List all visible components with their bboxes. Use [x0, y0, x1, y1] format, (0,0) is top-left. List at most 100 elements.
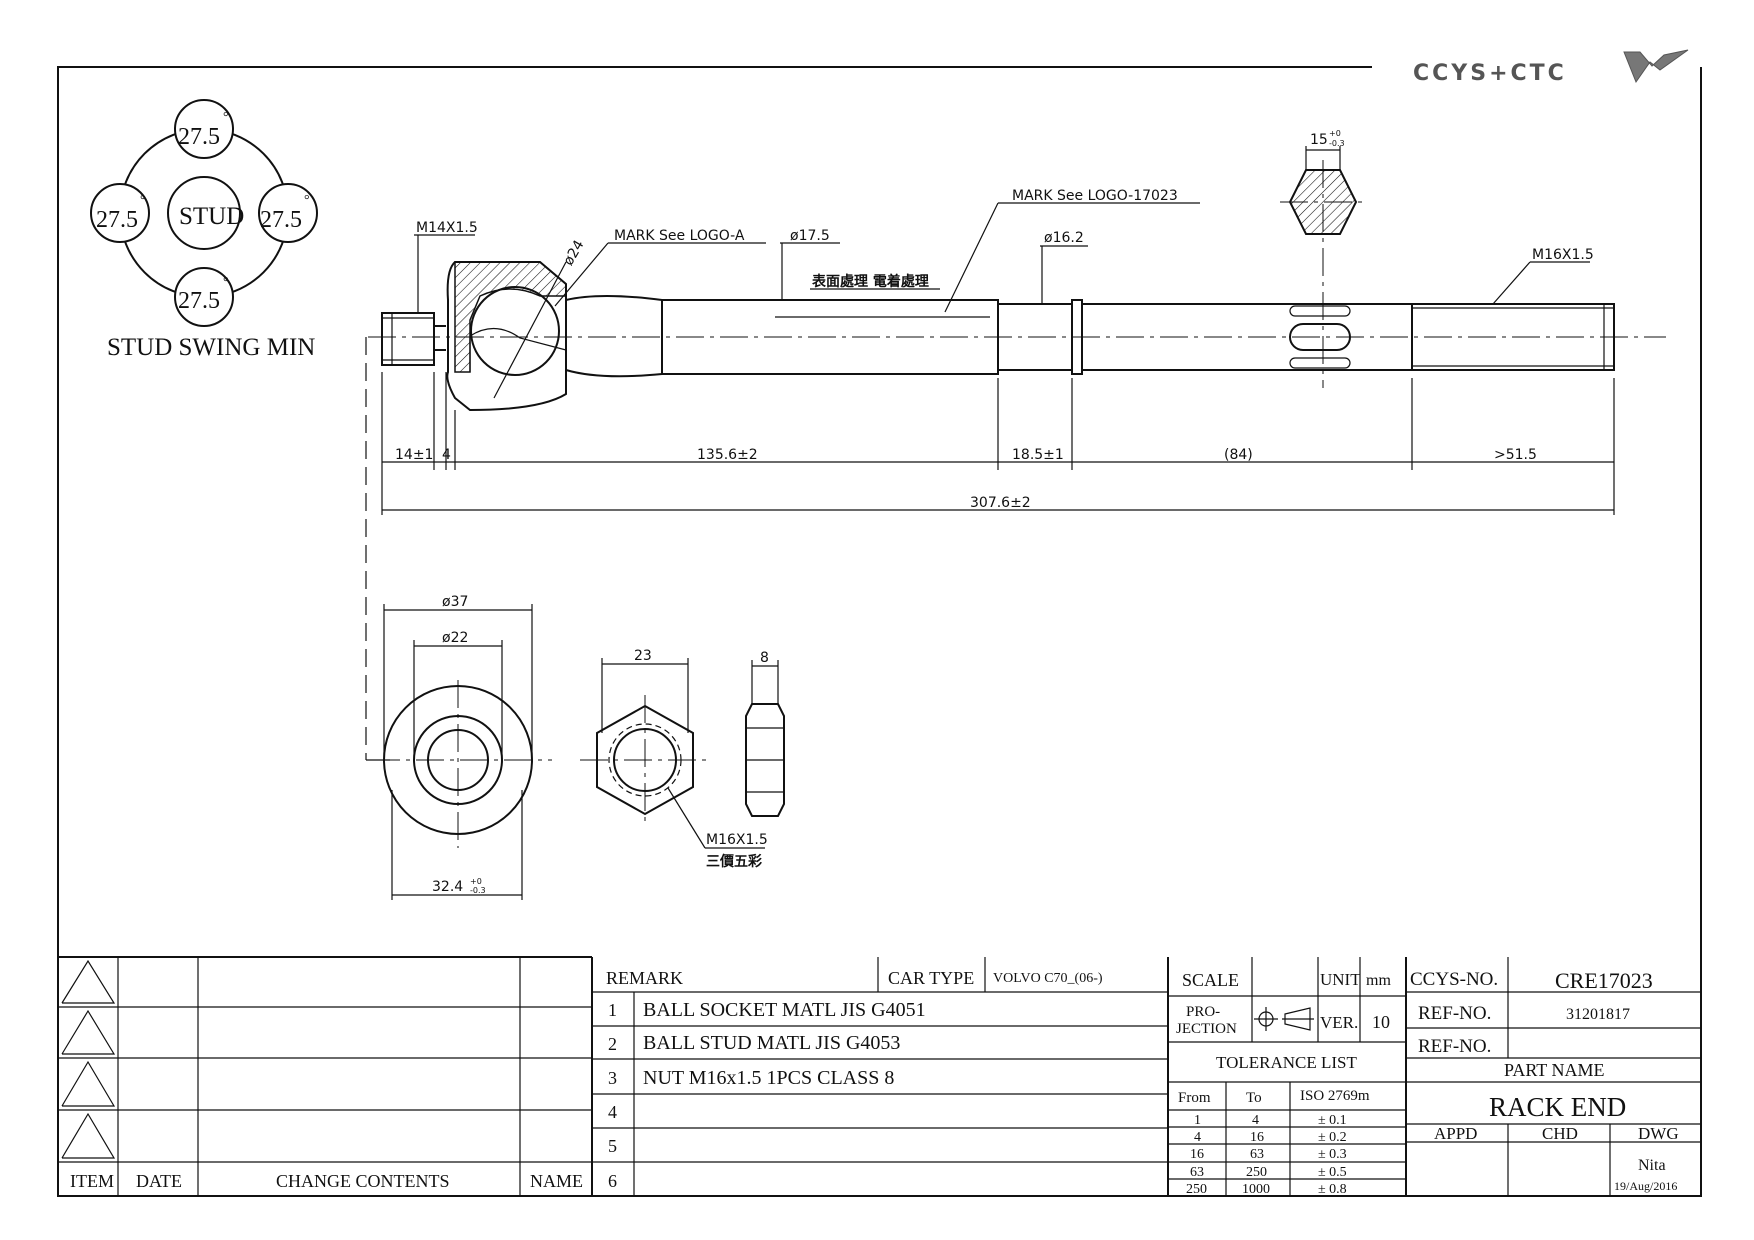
- dim-d37: ø37: [442, 594, 468, 610]
- dim-51: >51.5: [1494, 447, 1537, 463]
- dimensions: 14±1 4 135.6±2 18.5±1 (84) >51.5 307.6±2: [365, 337, 1615, 761]
- sheet-border: [57, 66, 1702, 1197]
- callout-d162: ø16.2: [1044, 230, 1084, 246]
- inner-thread: [1411, 303, 1615, 371]
- svg-text:16: 16: [1250, 1130, 1264, 1145]
- svg-text:± 0.3: ± 0.3: [1318, 1147, 1347, 1162]
- svg-text:63: 63: [1190, 1165, 1204, 1180]
- svg-text:63: 63: [1250, 1147, 1264, 1162]
- svg-text:4: 4: [1194, 1130, 1201, 1145]
- svg-text:250: 250: [1186, 1182, 1207, 1197]
- swing-caption: STUD SWING MIN: [107, 334, 315, 361]
- degree-bottom: °: [223, 275, 229, 290]
- degree-right: °: [304, 193, 310, 208]
- stud-swing-diagram: STUD 27.5 27.5 27.5 27.5 ° ° ° ° STUD SW…: [90, 99, 318, 361]
- dim-84: (84): [1224, 447, 1253, 463]
- callout-hex-tol-up: +0: [1329, 129, 1341, 138]
- svg-text:1: 1: [1194, 1113, 1201, 1128]
- callout-d175: ø17.5: [790, 228, 830, 244]
- ball-socket-housing: [446, 261, 567, 412]
- dim-14: 14±1: [395, 447, 433, 463]
- unit-label: UNIT: [1320, 970, 1361, 989]
- remark-text3: NUT M16x1.5 1PCS CLASS 8: [643, 1067, 894, 1089]
- logo-mark-icon: [1623, 49, 1689, 84]
- callout-surface: 表面處理 電着處理: [811, 273, 929, 290]
- part-name-label: PART NAME: [1504, 1060, 1604, 1080]
- swing-angle-bottom: 27.5: [178, 288, 220, 314]
- drawer-name: Nita: [1638, 1157, 1666, 1174]
- swing-angle-left: 27.5: [96, 207, 138, 233]
- car-type-value: VOLVO C70_(06-): [993, 971, 1103, 986]
- svg-text:± 0.8: ± 0.8: [1318, 1182, 1347, 1197]
- callout-m16: M16X1.5: [1532, 247, 1594, 263]
- swing-angle-top: 27.5: [178, 124, 220, 150]
- callout-m14: M14X1.5: [416, 220, 478, 236]
- dim-d22: ø22: [442, 630, 468, 646]
- dim-324-tol-lo: -0.3: [470, 886, 486, 895]
- scale-label: SCALE: [1182, 970, 1239, 990]
- nut-note: 三價五彩: [706, 853, 762, 870]
- title-block: ITEM DATE CHANGE CONTENTS NAME REMARK CA…: [58, 956, 1701, 1197]
- stud-label: STUD: [179, 203, 244, 230]
- callouts: M14X1.5 MARK See LOGO-A ø24 ø17.5 ø16.2 …: [414, 129, 1594, 313]
- callout-mark-logo: MARK See LOGO-17023: [1012, 188, 1178, 204]
- drawing-date: 19/Aug/2016: [1614, 1179, 1677, 1193]
- tol-header-to: To: [1246, 1090, 1262, 1106]
- logo-text: CCYS+CTC: [1413, 61, 1567, 86]
- callout-hex-tol-lo: -0.3: [1329, 139, 1345, 148]
- remark-label: REMARK: [606, 968, 683, 988]
- lower-views: ø37 ø22 32.4 +0 -0.3 23 M16X1.5 三價五彩 8: [372, 594, 785, 900]
- stud-thread: [381, 312, 435, 366]
- callout-d24: ø24: [561, 237, 588, 268]
- dim-4: 4: [442, 447, 451, 463]
- projection-line2: JECTION: [1176, 1021, 1237, 1037]
- svg-text:250: 250: [1246, 1165, 1267, 1180]
- ccys-label: CCYS-NO.: [1410, 969, 1498, 990]
- remark-text1: BALL SOCKET MATL JIS G4051: [643, 999, 926, 1021]
- company-logo: CCYS+CTC: [1413, 49, 1689, 86]
- dim-324-tol-up: +0: [470, 877, 482, 886]
- nut-thread-label: M16X1.5: [706, 832, 768, 848]
- tolerance-rows: 1 4 ± 0.1 4 16 ± 0.2 16 63 ± 0.3 63 250 …: [1186, 1113, 1347, 1197]
- swing-angle-right: 27.5: [260, 207, 302, 233]
- ccys-value: CRE17023: [1555, 968, 1653, 993]
- tolerance-title: TOLERANCE LIST: [1216, 1053, 1357, 1072]
- ref1-label: REF-NO.: [1418, 1003, 1491, 1024]
- tol-header-from: From: [1178, 1090, 1211, 1106]
- nut-front: [596, 704, 694, 816]
- ver-value: 10: [1372, 1012, 1390, 1032]
- ref2-label: REF-NO.: [1418, 1036, 1491, 1057]
- tol-header-iso: ISO 2769m: [1300, 1088, 1370, 1104]
- rev-header-name: NAME: [530, 1171, 583, 1191]
- part-name: RACK END: [1489, 1092, 1626, 1122]
- dim-18: 18.5±1: [1012, 447, 1064, 463]
- rack-end-side-view: [368, 160, 1666, 412]
- stud-circle: [167, 176, 241, 250]
- socket-section-hatch: [454, 261, 567, 373]
- svg-text:± 0.2: ± 0.2: [1318, 1130, 1347, 1145]
- rev-header-date: DATE: [136, 1171, 182, 1191]
- dim-324: 32.4: [432, 879, 463, 895]
- degree-left: °: [140, 193, 146, 208]
- appd-label: APPD: [1434, 1124, 1477, 1143]
- dim-135: 135.6±2: [697, 447, 758, 463]
- callout-hex: 15: [1310, 132, 1328, 148]
- callout-mark-a: MARK See LOGO-A: [614, 228, 745, 244]
- rev-header-change: CHANGE CONTENTS: [276, 1171, 450, 1191]
- dwg-label: DWG: [1638, 1124, 1679, 1143]
- rev-header-item: ITEM: [70, 1171, 114, 1191]
- remark-n4: 4: [608, 1102, 617, 1122]
- projection-symbol-icon: [1254, 1007, 1314, 1031]
- remark-text2: BALL STUD MATL JIS G4053: [643, 1032, 900, 1054]
- svg-text:4: 4: [1252, 1113, 1259, 1128]
- nut-side: [745, 703, 785, 817]
- projection-line1: PRO-: [1186, 1004, 1220, 1020]
- remark-n3: 3: [608, 1068, 617, 1088]
- remark-n1: 1: [608, 1000, 617, 1020]
- remark-n2: 2: [608, 1034, 617, 1054]
- svg-text:± 0.5: ± 0.5: [1318, 1165, 1347, 1180]
- dim-nut-t: 8: [760, 650, 769, 666]
- remark-n6: 6: [608, 1171, 617, 1191]
- ref1-value: 31201817: [1566, 1006, 1630, 1023]
